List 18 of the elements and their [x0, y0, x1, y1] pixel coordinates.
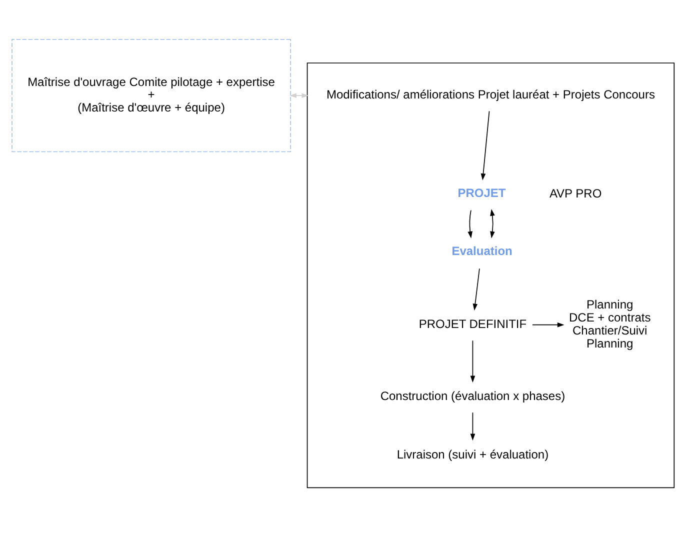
node-text: PROJET DEFINITIF	[418, 316, 527, 331]
node-box: Maîtrise d'ouvrage Comite pilotage + expertise + (Maîtrise d'œuvre + équipe)	[12, 38, 291, 152]
node-text: Modifications/ améliorations Projet lauréat + Projets Concours	[326, 87, 655, 102]
arrow	[472, 268, 480, 310]
arrow	[470, 340, 476, 382]
label: AVP PRO	[549, 186, 602, 200]
arrow	[480, 110, 490, 180]
arrow	[290, 92, 309, 98]
node-text: Planning DCE + contrats Chantier/Suivi Planning	[569, 297, 651, 350]
arrow	[532, 322, 564, 327]
cluster	[306, 62, 675, 488]
node-text: PROJET	[458, 185, 506, 200]
arrow	[470, 412, 476, 440]
arrow	[490, 208, 495, 238]
node-text: Construction (évaluation x phases)	[380, 388, 566, 403]
arrow	[468, 209, 472, 238]
node-text: Evaluation	[452, 244, 512, 258]
node-text: Livraison (suivi + évaluation)	[396, 446, 549, 461]
